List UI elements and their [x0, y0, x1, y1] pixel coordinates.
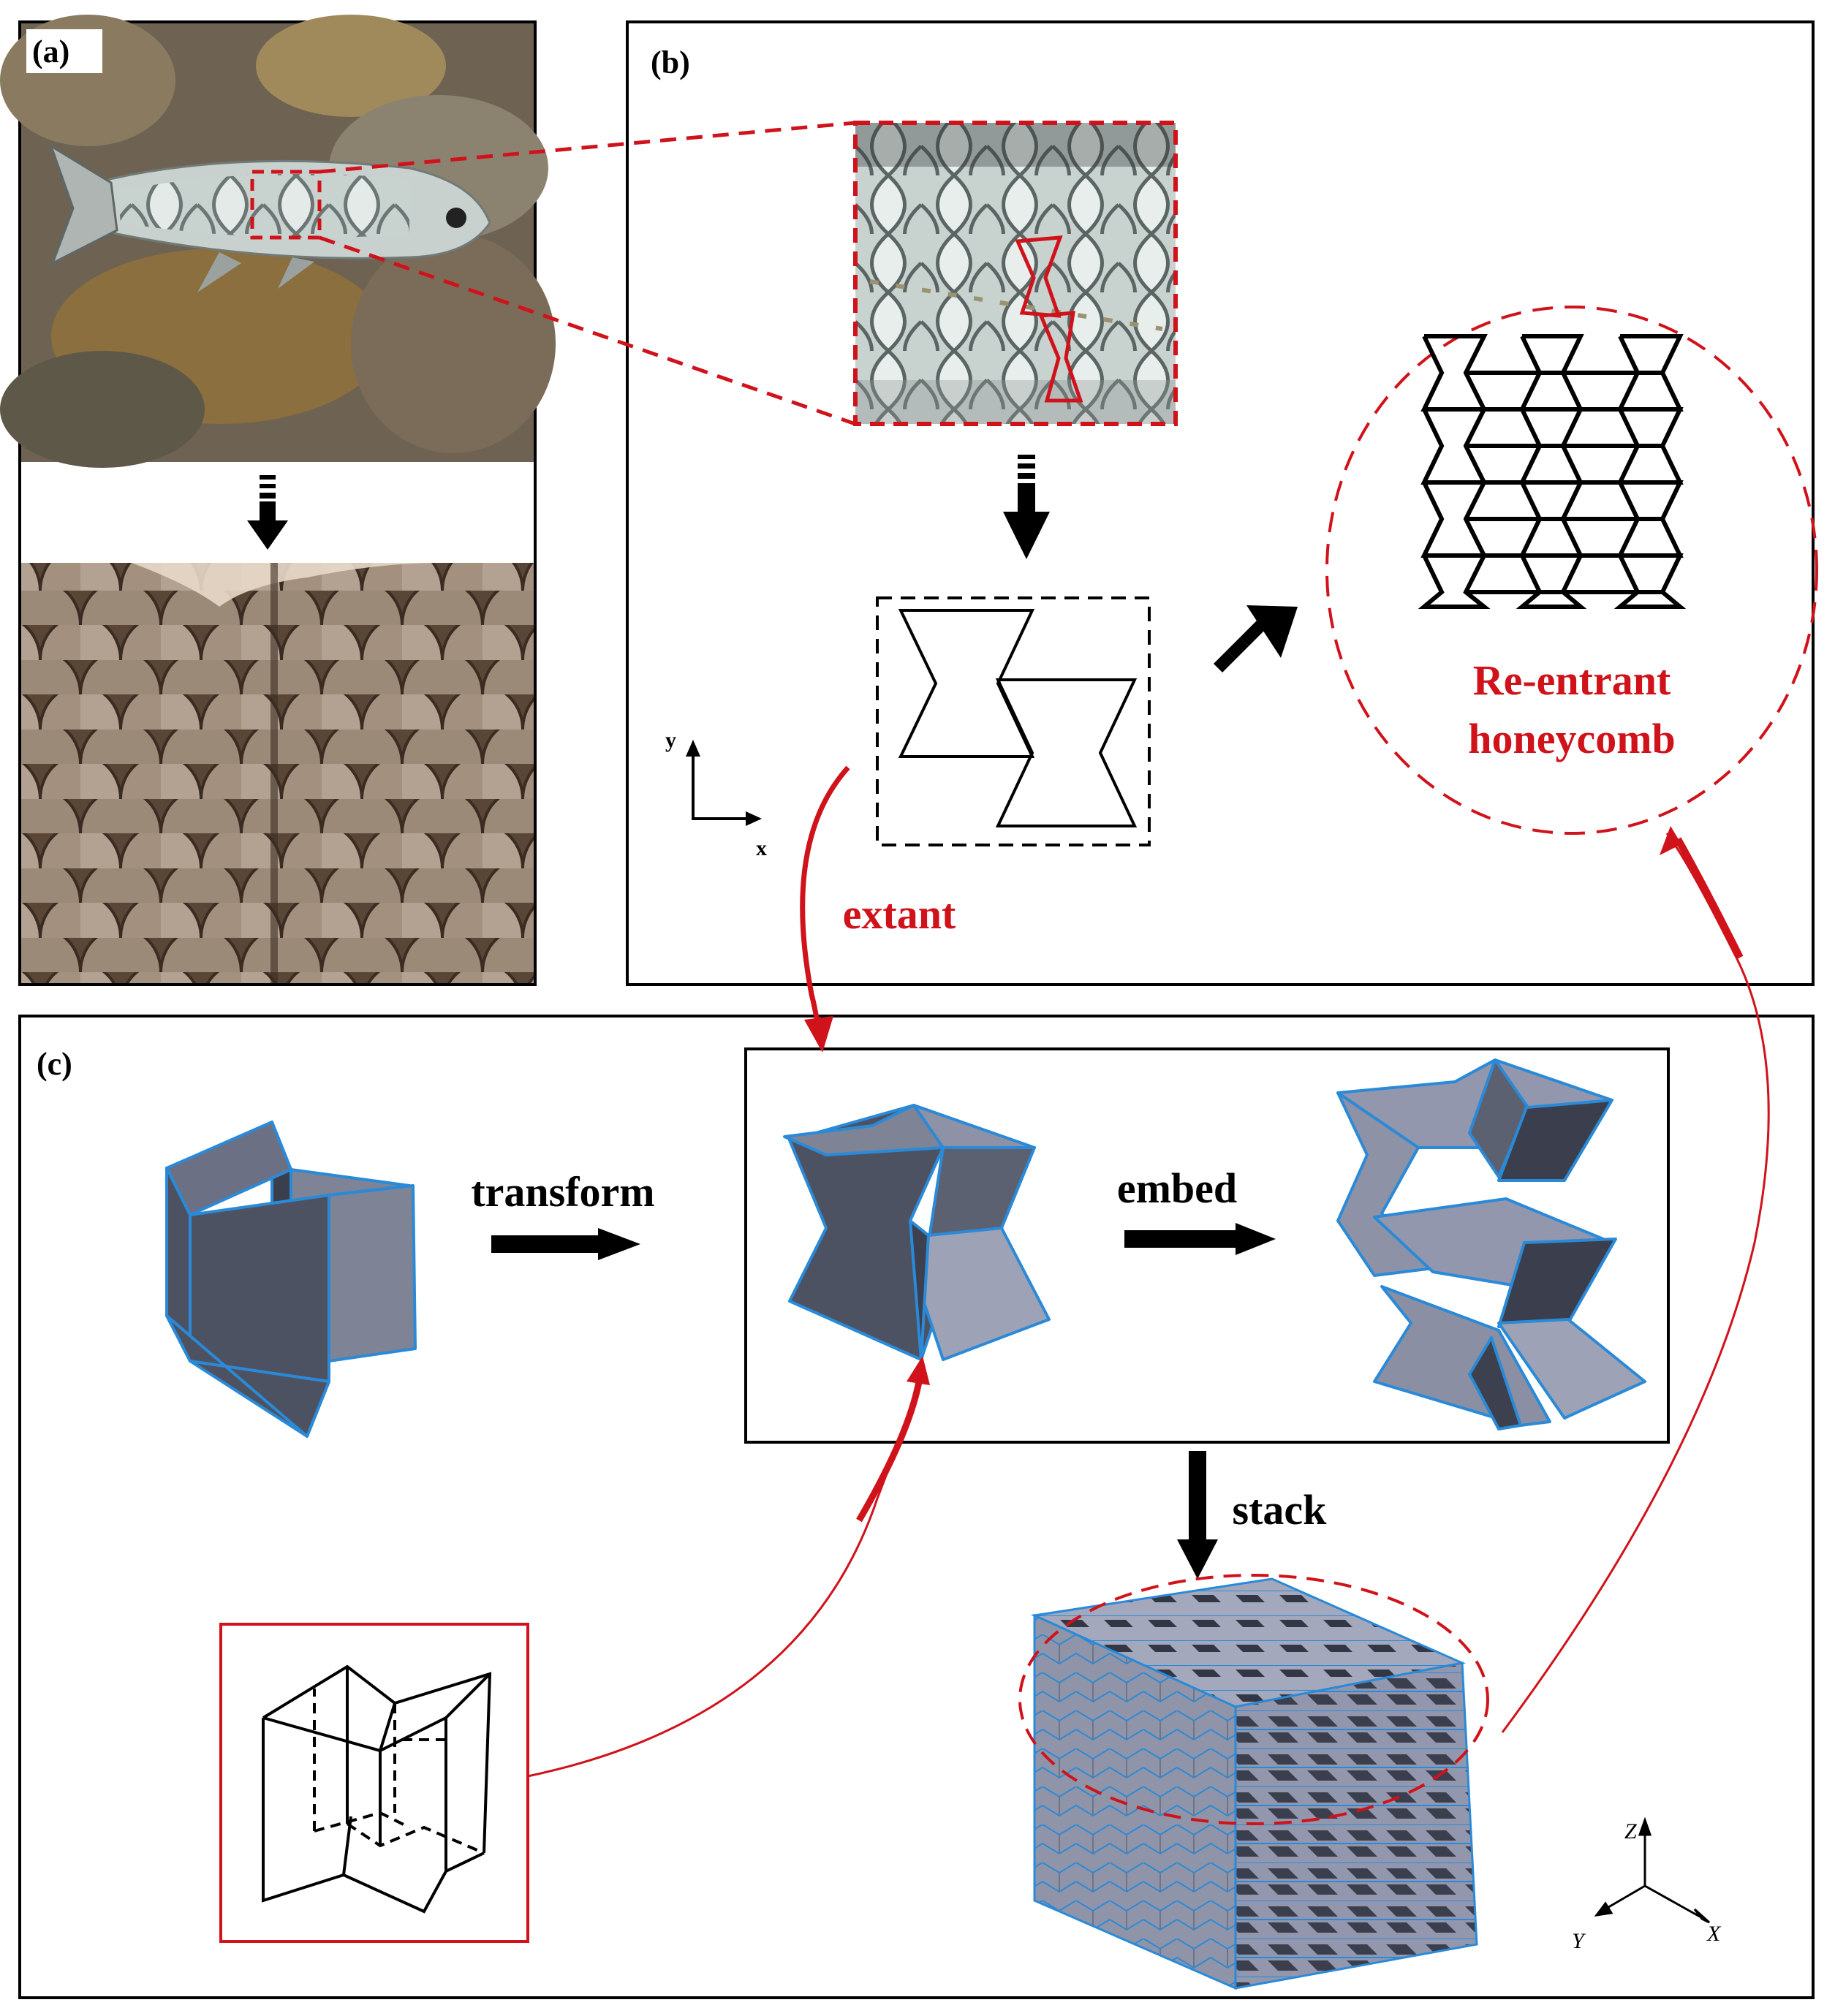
zoom-reentrant-cell-bottom [1038, 311, 1083, 403]
straight-prism [165, 1121, 417, 1438]
panel-a-label: (a) [32, 34, 69, 69]
re-entrant-label-line2: honeycomb [1468, 715, 1676, 762]
fish-selection-box [250, 170, 322, 240]
panel-b: (b) [319, 20, 1818, 986]
stacked-lattice [1030, 1577, 1478, 1990]
transform-arrow [491, 1228, 640, 1260]
embed-label: embed [1117, 1164, 1237, 1212]
zoomed-scales [853, 121, 1178, 426]
axes-3d: Z X Y [1572, 1816, 1722, 1953]
re-entrant-label-line1: Re-entrant [1473, 656, 1671, 704]
transform-label: transform [471, 1168, 654, 1216]
honeycomb-ellipse [1325, 306, 1818, 835]
panel-c: (c) transform [18, 1015, 1815, 1999]
reentrant-honeycomb [1418, 334, 1687, 609]
arrow-down-b [1003, 455, 1050, 559]
axis-y-label-2d: y [665, 728, 676, 752]
panel-c-label: (c) [37, 1046, 72, 1082]
fish-photo [0, 15, 556, 468]
zoom-line-top [319, 121, 856, 174]
panel-b-label: (b) [651, 45, 690, 80]
embed-arrow [1124, 1223, 1276, 1255]
axis-x-label-2d: x [756, 836, 767, 860]
axis-z-label-3d: Z [1624, 1819, 1637, 1843]
axis-x-label-3d: X [1706, 1922, 1722, 1946]
scale-photo [21, 563, 534, 983]
stack-arrow [1177, 1451, 1218, 1579]
fish-eye [446, 208, 466, 228]
axis-y-label-3d: Y [1572, 1929, 1586, 1953]
fish-tail [49, 143, 118, 266]
center-box [744, 1047, 1670, 1444]
wireframe-cell [219, 1623, 529, 1943]
arrow-diagonal-b [1214, 605, 1298, 672]
axes-2d: y x [665, 728, 767, 860]
red-connectors [527, 765, 1770, 1778]
unit-cell-2d [876, 596, 1151, 846]
embedded-cell [1336, 1058, 1646, 1430]
zoom-line-bottom [319, 235, 856, 426]
reentrant-prism [783, 1104, 1051, 1361]
panel-a: (a) [0, 15, 556, 986]
extant-label: extant [843, 890, 956, 938]
panel-b-frame [626, 20, 1815, 986]
stack-label: stack [1233, 1486, 1328, 1534]
lattice-ellipse [1018, 1574, 1489, 1825]
arrow-down-a [247, 475, 288, 550]
